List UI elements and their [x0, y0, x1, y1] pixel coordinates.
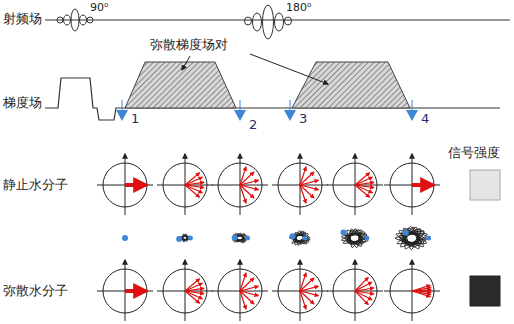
- time-markers: [116, 100, 418, 121]
- pulse-angle: 90⁰: [90, 2, 108, 14]
- signal-high: [470, 170, 500, 200]
- pulse-angle: 180⁰: [286, 2, 311, 14]
- phase-circles: [97, 154, 440, 321]
- axis-label: 射频场: [3, 12, 42, 26]
- column-heading: 信号强度: [448, 146, 500, 160]
- callout-number: 1: [131, 112, 139, 126]
- rf-line: [45, 5, 510, 39]
- callout-number: 4: [421, 112, 429, 126]
- gradient-waveform: [45, 62, 500, 120]
- callout-number: 3: [299, 112, 307, 126]
- row-label: 静止水分子: [3, 178, 68, 192]
- signal-low: [470, 276, 500, 306]
- axis-label: 梯度场: [3, 96, 42, 110]
- leader-arrows: [182, 54, 328, 84]
- callout-number: 2: [249, 118, 257, 132]
- callout-label: 弥散梯度场对: [150, 38, 228, 52]
- row-label: 弥散水分子: [3, 284, 68, 298]
- diffusion-paths: [122, 227, 431, 250]
